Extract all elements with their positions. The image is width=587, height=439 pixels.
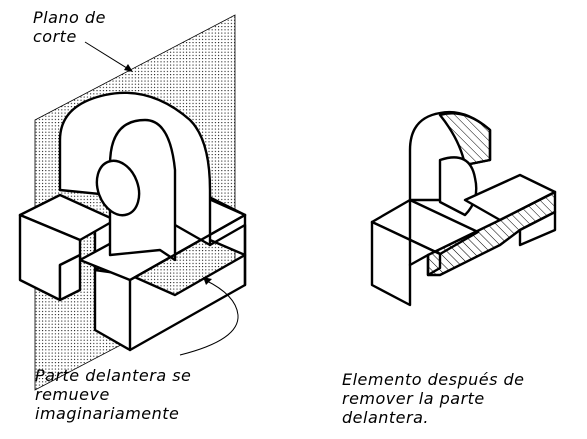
cut-part-drawing	[370, 110, 557, 307]
front-part-label: Parte delantera se remueve imaginariamen…	[35, 366, 191, 423]
front-part-label-line-2: remueve	[35, 385, 110, 404]
leader-arrowhead	[203, 277, 212, 285]
element-after-label-line-2: remover la parte	[342, 389, 485, 408]
element-after-label: Elemento después de remover la parte del…	[342, 370, 525, 427]
leader-arrowhead-plane	[124, 64, 133, 72]
leader-line-front	[179, 279, 239, 356]
cutting-plane-label-line-2: corte	[33, 27, 77, 46]
front-part-label-line-3: imaginariamente	[35, 404, 180, 423]
cutting-plane-label-line-1: Plano de	[33, 8, 106, 27]
cutting-plane-label: Plano de corte	[33, 8, 106, 46]
leader-line-plane	[84, 41, 131, 71]
element-after-label-line-1: Elemento después de	[342, 370, 525, 389]
element-after-label-line-3: delantera.	[342, 408, 429, 427]
front-part-label-line-1: Parte delantera se	[35, 366, 192, 385]
